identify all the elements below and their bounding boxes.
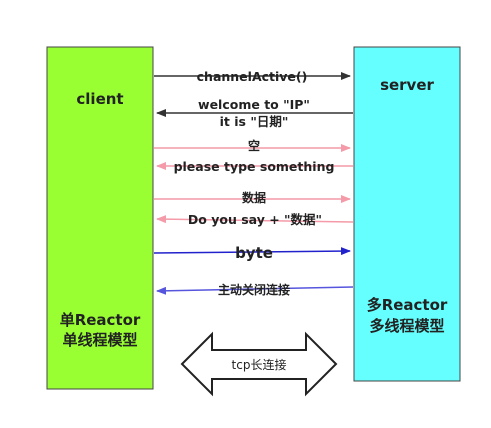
label-empty: 空 bbox=[248, 138, 260, 153]
label-welcome-line2: it is "日期" bbox=[220, 114, 289, 129]
label-welcome-line1: welcome to "IP" bbox=[198, 97, 310, 112]
server-model-line2: 多线程模型 bbox=[369, 317, 444, 335]
server-model-line1: 多Reactor bbox=[367, 296, 448, 314]
client-model-line1: 单Reactor bbox=[60, 311, 141, 329]
client-model-line2: 单线程模型 bbox=[62, 331, 137, 349]
client-box bbox=[46, 46, 154, 390]
server-box bbox=[353, 46, 461, 382]
arrow-you-say bbox=[156, 215, 354, 224]
tcp-double-arrow bbox=[180, 331, 338, 397]
label-data: 数据 bbox=[242, 190, 266, 205]
server-title: server bbox=[380, 76, 434, 94]
client-title: client bbox=[76, 90, 123, 108]
arrow-close bbox=[156, 286, 354, 295]
label-byte: byte bbox=[235, 244, 273, 262]
label-close: 主动关闭连接 bbox=[218, 282, 290, 297]
label-you-say: Do you say + "数据" bbox=[188, 212, 322, 227]
label-channel-active: channelActive() bbox=[197, 69, 308, 84]
tcp-label: tcp长连接 bbox=[232, 357, 287, 372]
arrow-byte bbox=[153, 247, 351, 256]
label-please-type: please type something bbox=[174, 159, 335, 174]
